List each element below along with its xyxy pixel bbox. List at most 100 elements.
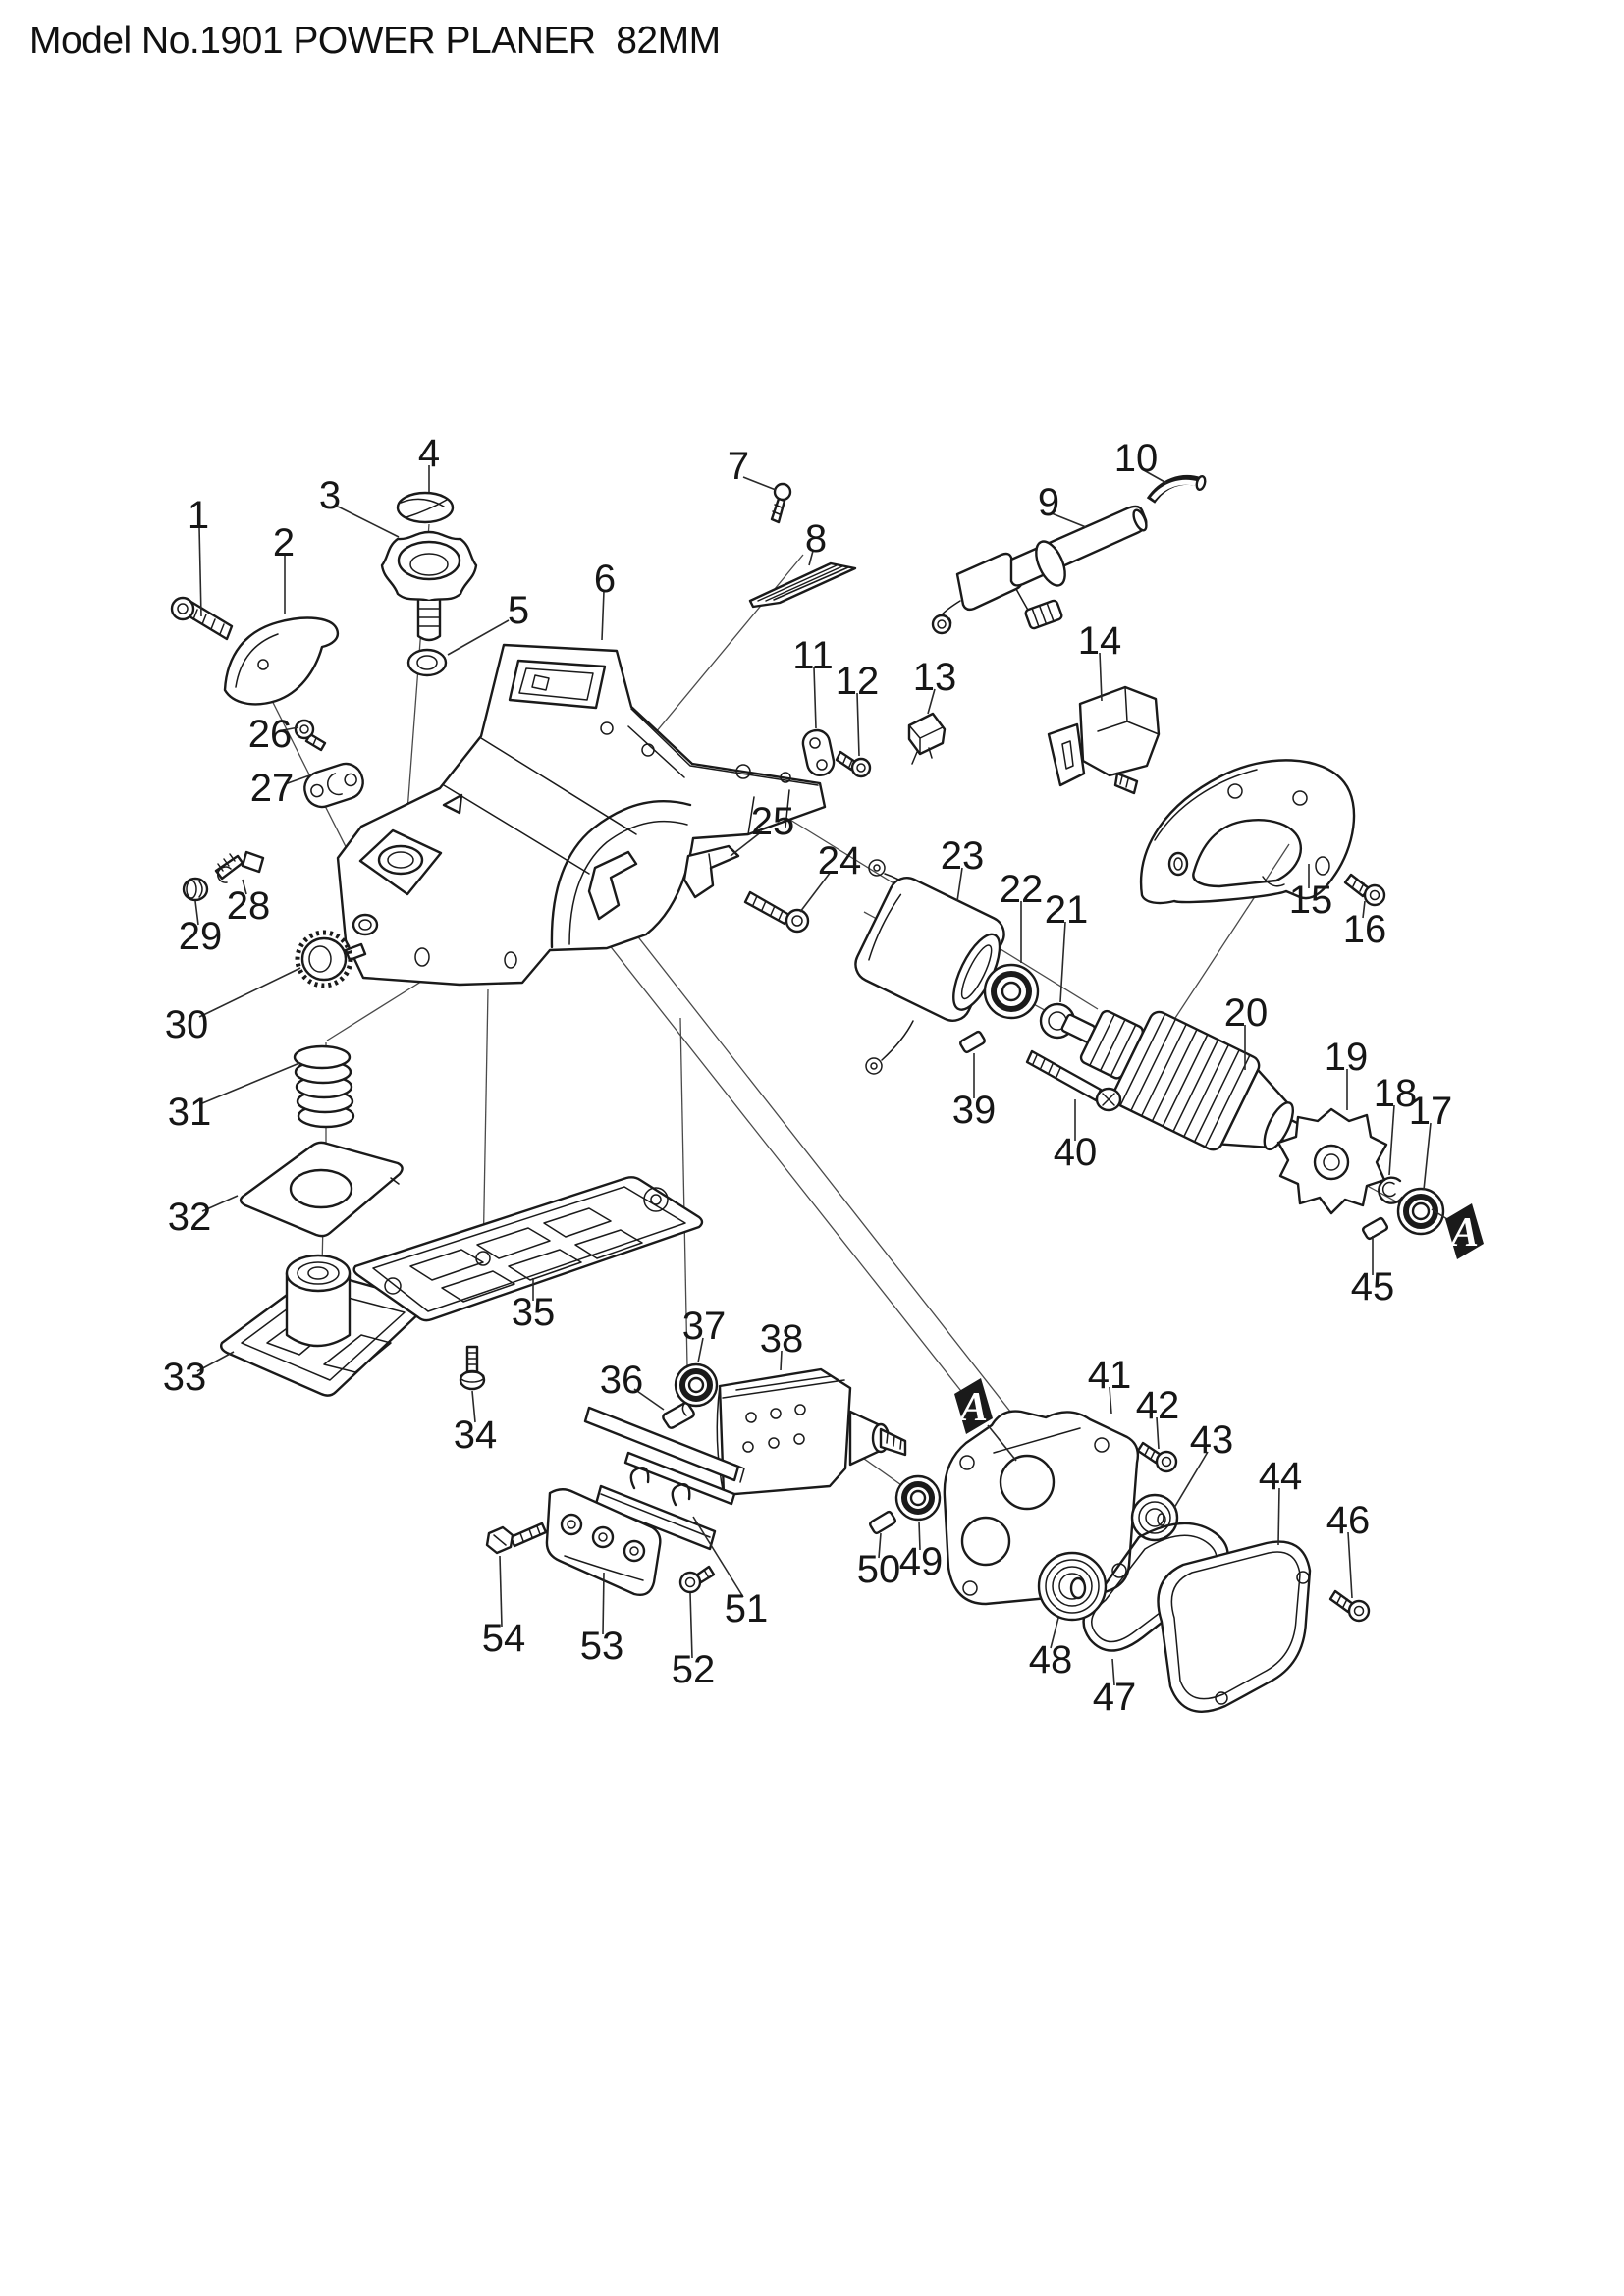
leader-line-16 (1362, 900, 1366, 919)
leader-line-46 (1347, 1531, 1353, 1599)
leader-line-9 (1051, 512, 1087, 528)
leader-line-8 (808, 550, 814, 566)
part-25-set-plate (587, 844, 740, 921)
leader-line-30 (198, 967, 301, 1018)
part-18-retaining-ring (1378, 1176, 1404, 1204)
part-number-label-6: 6 (594, 558, 616, 601)
part-36-pin (662, 1402, 695, 1429)
leader-line-1 (198, 526, 202, 617)
part-50-pin (869, 1511, 896, 1534)
part-28-terminal-screw (214, 850, 265, 883)
part-number-label-2: 2 (273, 521, 295, 564)
leader-line-50 (878, 1532, 882, 1559)
part-number-label-29: 29 (179, 915, 223, 958)
part-number-label-31: 31 (168, 1091, 212, 1134)
part-17-ball-bearing (1396, 1187, 1445, 1236)
part-number-label-44: 44 (1259, 1455, 1303, 1498)
part-number-label-25: 25 (751, 800, 795, 843)
detail-marker-letter: A (957, 1385, 988, 1430)
detail-markers-layer: AA (954, 1203, 1484, 1462)
part-number-label-1: 1 (188, 494, 209, 537)
part-number-label-52: 52 (672, 1648, 716, 1691)
part-43-pulley (1130, 1493, 1179, 1542)
part-49-ball-bearing (894, 1474, 942, 1522)
part-16-screw (1343, 873, 1386, 907)
part-number-label-40: 40 (1054, 1131, 1098, 1174)
part-number-label-47: 47 (1093, 1676, 1137, 1719)
part-number-label-23: 23 (941, 834, 985, 878)
part-number-label-38: 38 (760, 1317, 804, 1361)
part-number-label-21: 21 (1045, 888, 1089, 932)
part-2-front-grip-shoe (223, 616, 340, 706)
part-number-label-51: 51 (725, 1587, 769, 1630)
part-number-label-15: 15 (1289, 879, 1333, 922)
part-53-drum-cover-plate (545, 1488, 662, 1596)
part-number-label-54: 54 (482, 1617, 526, 1660)
leader-line-23 (956, 867, 963, 902)
part-number-label-41: 41 (1088, 1354, 1132, 1397)
part-number-label-12: 12 (836, 660, 880, 703)
leader-line-17 (1423, 1122, 1432, 1191)
part-38-cutter-drum (716, 1367, 907, 1497)
part-7-screw (770, 482, 792, 524)
part-number-label-10: 10 (1114, 437, 1159, 480)
part-26-screw (294, 719, 327, 752)
part-number-label-32: 32 (168, 1196, 212, 1239)
parts-layer (170, 474, 1445, 1713)
leader-line-6 (601, 590, 605, 641)
leader-line-41 (1109, 1386, 1112, 1415)
part-9-cord-guard (931, 505, 1148, 635)
part-35-sole-plate (352, 1176, 704, 1322)
leader-line-37 (697, 1337, 704, 1363)
part-number-label-50: 50 (857, 1548, 901, 1591)
part-8-blade-cover-plate (748, 561, 857, 609)
part-number-label-37: 37 (682, 1305, 727, 1348)
part-number-label-35: 35 (512, 1291, 556, 1334)
leader-line-25 (730, 830, 763, 857)
part-54-bolt (485, 1522, 548, 1555)
part-number-label-13: 13 (913, 656, 957, 699)
part-51-blade-set (583, 1406, 745, 1551)
leader-line-33 (196, 1351, 235, 1372)
part-3-star-knob (380, 530, 478, 642)
leader-line-21 (1059, 921, 1066, 1003)
leader-line-47 (1111, 1658, 1115, 1686)
part-number-label-5: 5 (508, 589, 529, 632)
leader-line-48 (1050, 1617, 1059, 1649)
part-23-field-stator (854, 859, 1005, 1075)
part-34-screw (459, 1345, 486, 1391)
part-15-rear-handle (1139, 759, 1356, 905)
leader-line-32 (201, 1195, 239, 1212)
leader-line-14 (1099, 652, 1103, 702)
leader-line-49 (918, 1521, 921, 1551)
detail-marker-leader-1 (1431, 1208, 1448, 1220)
part-number-label-34: 34 (454, 1414, 498, 1457)
part-number-label-9: 9 (1038, 481, 1059, 524)
leader-line-43 (1173, 1451, 1209, 1509)
leader-line-27 (284, 774, 313, 785)
leader-line-29 (194, 900, 199, 926)
part-number-label-45: 45 (1351, 1265, 1395, 1308)
part-40-long-screw (1025, 1049, 1122, 1112)
leader-line-31 (201, 1062, 300, 1104)
part-24-screw (743, 890, 810, 934)
leader-line-54 (499, 1555, 503, 1628)
part-number-label-33: 33 (163, 1356, 207, 1399)
leader-line-3 (337, 506, 400, 538)
leader-line-18 (1388, 1104, 1395, 1176)
part-number-label-39: 39 (952, 1089, 997, 1132)
part-number-label-28: 28 (227, 884, 271, 928)
part-30-knurled-nut (295, 930, 367, 988)
part-37-ball-bearing (674, 1362, 719, 1408)
part-31-compression-spring (293, 1044, 355, 1129)
part-11-cord-clamp-plate (801, 728, 836, 776)
part-4-knob-cap (396, 491, 455, 524)
part-number-label-30: 30 (165, 1003, 209, 1046)
leader-line-34 (471, 1390, 476, 1423)
part-44-belt-cover (1157, 1540, 1312, 1713)
part-48-pulley (1037, 1551, 1108, 1622)
leader-line-11 (813, 667, 817, 729)
